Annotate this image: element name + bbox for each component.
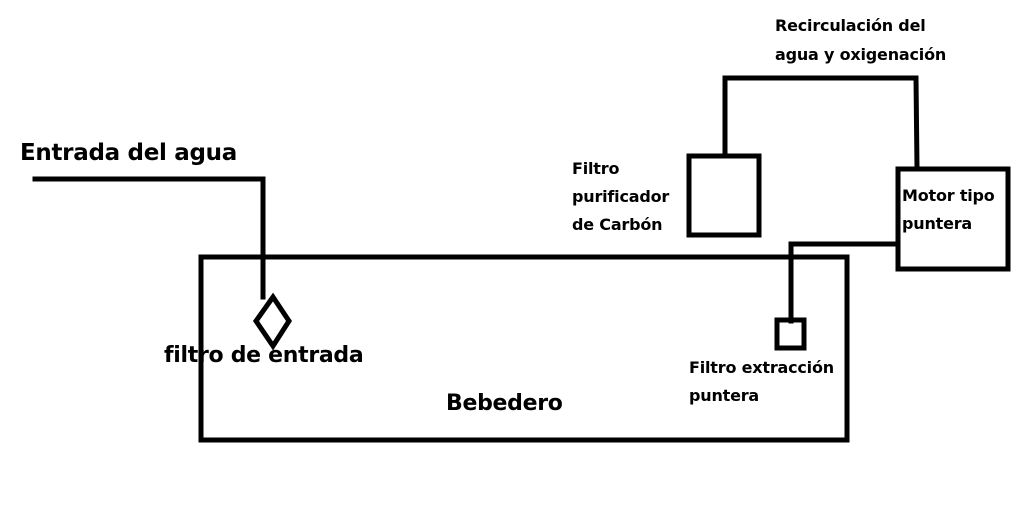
recirculation-pipe	[722, 75, 920, 171]
extraction-pipe	[788, 241, 901, 324]
extraction-filter-box	[774, 317, 807, 351]
water-inlet-pipe	[32, 176, 266, 300]
trough-label: Bebedero	[446, 391, 563, 416]
carbon-filter-label-line3: de Carbón	[572, 215, 663, 234]
carbon-filter-box	[686, 153, 762, 238]
extraction-filter-label-line1: Filtro extracción	[689, 358, 834, 377]
motor-label-line2: puntera	[902, 214, 973, 233]
recirculation-label-line1: Recirculación del	[775, 16, 926, 35]
trough-rect	[198, 254, 850, 443]
motor-label-line1: Motor tipo	[902, 186, 995, 205]
carbon-filter-label-line1: Filtro	[572, 159, 620, 178]
water-inlet-label: Entrada del agua	[20, 140, 237, 166]
extraction-filter-label-line2: puntera	[689, 386, 760, 405]
inlet-filter-diamond	[252, 292, 292, 351]
recirculation-label-line2: agua y oxigenación	[775, 45, 947, 64]
inlet-filter-label: filtro de entrada	[164, 343, 364, 368]
carbon-filter-label-line2: purificador	[572, 187, 670, 206]
motor-box	[895, 166, 1011, 272]
